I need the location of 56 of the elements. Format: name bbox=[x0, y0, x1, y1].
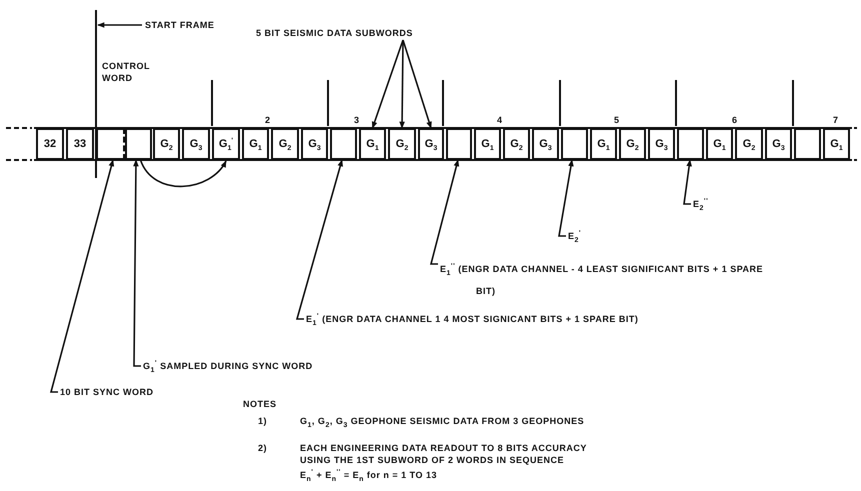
subword-cell: G$_{3}$ bbox=[418, 128, 444, 160]
subword-cell: G$_{2}$ bbox=[503, 128, 530, 160]
subword-cell: G$_{2}$ bbox=[619, 128, 646, 160]
blank-cell bbox=[677, 128, 704, 160]
blank-cell bbox=[561, 128, 588, 160]
subword-cell: G$_{1}$ bbox=[242, 128, 269, 160]
subword-cell: G$_{3}$ bbox=[182, 128, 210, 160]
subword-cell: G$_{1}$ bbox=[590, 128, 617, 160]
subword-cell: G$_{3}$ bbox=[648, 128, 675, 160]
subwords-label: 5 BIT SEISMIC DATA SUBWORDS bbox=[256, 27, 413, 39]
subword-cell: G$_{2}$ bbox=[153, 128, 180, 160]
note-text: G$_{1}$, G$_{2}$, G$_{3}$ GEOPHONE SEISMIC DATA FROM 3 GEOPHONES bbox=[300, 415, 584, 427]
subword-cell: G$_{1}$ bbox=[359, 128, 386, 160]
blank-cell bbox=[446, 128, 472, 160]
note-number: 1) bbox=[258, 415, 268, 427]
arrow bbox=[140, 160, 227, 188]
leader-arrow bbox=[558, 159, 574, 237]
subword-cell: G$_{1}$ bbox=[706, 128, 733, 160]
subword-cell: G$_{2}$ bbox=[735, 128, 763, 160]
channel-label: E$_{1}$$^{''}$ (ENGR DATA CHANNEL - 4 LEAST SIGNIFICANT BITS + 1 SPARE BIT) bbox=[440, 258, 776, 302]
word-number: 2 bbox=[265, 114, 271, 126]
leader-arrow bbox=[430, 159, 460, 265]
leader-arrow bbox=[399, 40, 405, 129]
subword-cell: 33 bbox=[66, 128, 94, 160]
leader-arrow bbox=[402, 40, 432, 129]
leader-arrow bbox=[683, 159, 692, 205]
note-number: 2) bbox=[258, 442, 268, 454]
leader-arrow bbox=[50, 159, 114, 393]
section-label: CONTROL WORD bbox=[102, 60, 151, 84]
start-frame-label: START FRAME bbox=[145, 19, 214, 31]
subword-cell: G$_{3}$ bbox=[765, 128, 792, 160]
blank-cell bbox=[125, 128, 152, 160]
subword-cell: G$_{3}$ bbox=[301, 128, 328, 160]
blank-cell bbox=[794, 128, 821, 160]
blank-cell bbox=[96, 128, 125, 160]
blank-cell bbox=[330, 128, 357, 160]
subword-cell: G$_{2}$ bbox=[271, 128, 299, 160]
notes-heading: NOTES bbox=[243, 398, 277, 410]
word-number: 3 bbox=[354, 114, 360, 126]
subword-cell: G$_{1}$ bbox=[823, 128, 850, 160]
word-number: 5 bbox=[614, 114, 620, 126]
subword-cell: G$_{2}$ bbox=[388, 128, 416, 160]
sync-word-label: 10 BIT SYNC WORD bbox=[60, 386, 154, 398]
subword-cell: G$_{1}$ bbox=[474, 128, 501, 160]
word-number: 6 bbox=[732, 114, 738, 126]
leader-arrow bbox=[133, 159, 141, 367]
subword-cell: 32 bbox=[36, 128, 64, 160]
subword-cell: G$_{3}$ bbox=[532, 128, 559, 160]
formula-text: E$_{n}$$^{'}$ + E$_{n}$$^{''}$ = E$_{n}$ for n = 1 TO 13 bbox=[300, 469, 438, 481]
word-number: 4 bbox=[497, 114, 503, 126]
sampled-label: G$_{1}$$^{'}$ SAMPLED DURING SYNC WORD bbox=[143, 360, 313, 372]
leader-arrow bbox=[296, 159, 343, 320]
word-number: 7 bbox=[833, 114, 839, 126]
arrow bbox=[97, 22, 142, 28]
channel-label: E$_{1}$$^{'}$ (ENGR DATA CHANNEL 1 4 MOST SIGNICANT BITS + 1 SPARE BIT) bbox=[306, 313, 638, 325]
leader-arrow bbox=[372, 40, 404, 129]
